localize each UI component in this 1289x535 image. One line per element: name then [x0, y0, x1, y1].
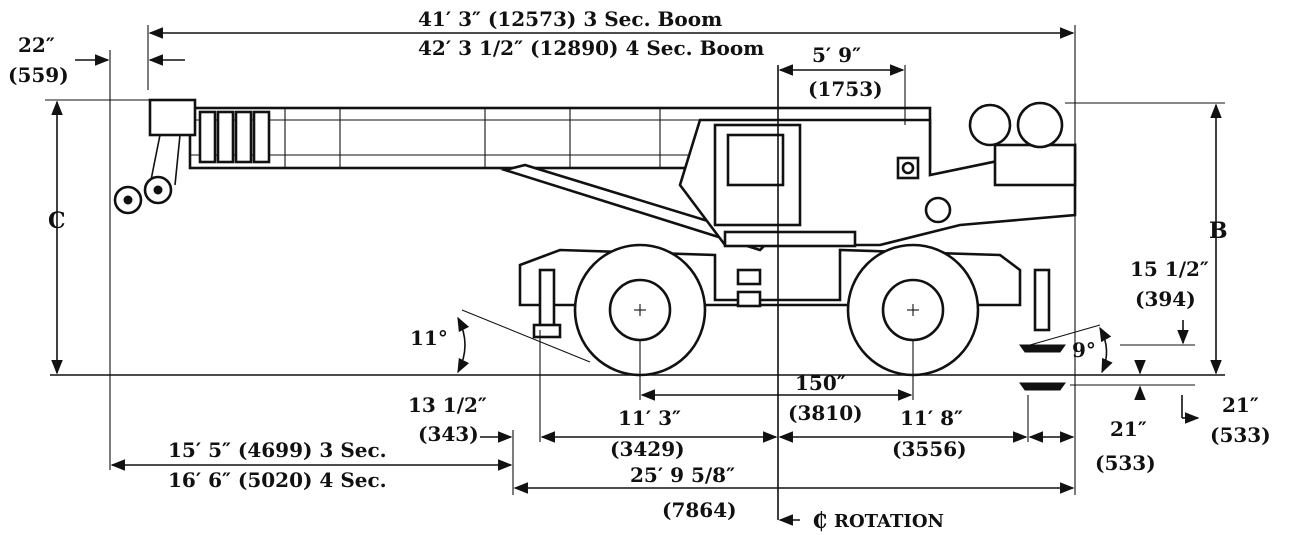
boom-overhang-4sec-label: 16′ 6″ (5020) 4 Sec.	[168, 468, 387, 492]
cab-window	[726, 133, 785, 187]
pivot-offset-label: 5′ 9″	[812, 43, 861, 67]
overall-length-mm-label: (7864)	[662, 498, 737, 522]
ground-clearance-label: 15 1/2″	[1130, 257, 1209, 281]
front-outrigger	[538, 268, 556, 332]
crane-body	[113, 98, 1077, 391]
wheelbase-label: 150″	[795, 371, 846, 395]
pivot-offset-mm-label: (1753)	[808, 77, 883, 101]
height-c-label: C	[48, 208, 66, 234]
centerline-symbol: ₵	[812, 508, 827, 534]
rotation-label: ROTATION	[834, 511, 944, 532]
rear-outrigger-pad	[1019, 344, 1066, 353]
tank-2	[1016, 101, 1064, 149]
departure-angle-label: 9°	[1072, 338, 1096, 362]
approach-angle-label: 11°	[410, 326, 448, 350]
front-overhang-label: 13 1/2″	[408, 393, 487, 417]
front-to-rotation-mm-label: (3429)	[610, 437, 685, 461]
front-to-rotation-label: 11′ 3″	[618, 406, 681, 430]
boom-4sec-label: 42′ 3 1/2″ (12890) 4 Sec. Boom	[418, 36, 764, 60]
turntable	[723, 230, 857, 248]
boom-head	[113, 98, 271, 215]
boom-3sec-label: 41′ 3″ (12573) 3 Sec. Boom	[418, 7, 722, 31]
rear-overhang-mm-label: (533)	[1095, 451, 1156, 475]
tank-1	[968, 103, 1012, 147]
ground-clearance-mm-label: (394)	[1135, 287, 1196, 311]
rear-outrigger	[1033, 268, 1051, 332]
height-b-label: B	[1209, 218, 1228, 244]
dimension-labels: 41′ 3″ (12573) 3 Sec. Boom 42′ 3 1/2″ (1…	[8, 7, 1271, 534]
counterweight	[993, 143, 1077, 187]
boom-overhang-3sec-label: 15′ 5″ (4699) 3 Sec.	[168, 438, 387, 462]
rear-wheel	[846, 243, 980, 377]
outrigger-drop-mm-label: (533)	[1210, 423, 1271, 447]
wheelbase-mm-label: (3810)	[788, 401, 863, 425]
extension-lines	[45, 25, 1225, 495]
tip-offset-mm-label: (559)	[8, 63, 69, 87]
overall-length-label: 25′ 9 5/8″	[630, 463, 735, 487]
front-overhang-mm-label: (343)	[418, 422, 479, 446]
rear-overhang-label: 21″	[1110, 417, 1147, 441]
outrigger-pad-lowered	[1019, 382, 1066, 391]
rotation-to-rear-mm-label: (3556)	[892, 437, 967, 461]
front-wheel	[573, 243, 707, 377]
rotation-to-rear-label: 11′ 8″	[900, 406, 963, 430]
tip-offset-label: 22″	[18, 33, 55, 57]
outrigger-drop-label: 21″	[1222, 393, 1259, 417]
dimension-lines	[51, 27, 1222, 494]
